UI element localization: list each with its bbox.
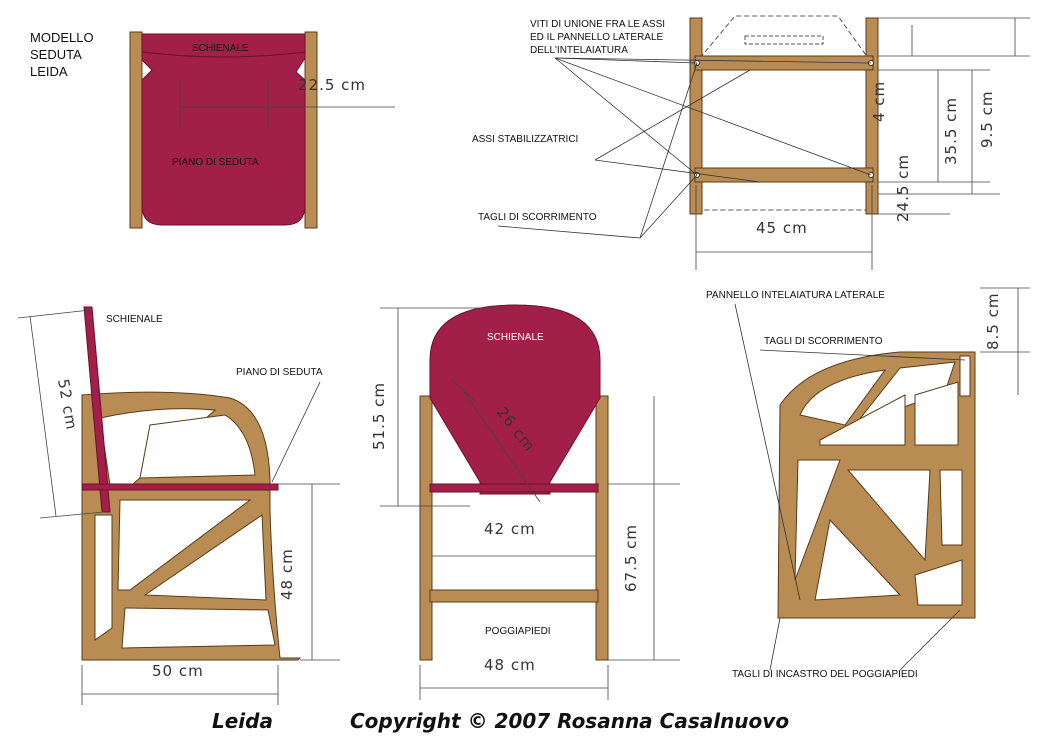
front-leg-right [595, 395, 609, 661]
bc-backrest-label: SCHIENALE [487, 332, 544, 343]
lead-stabilizer-2 [594, 159, 761, 183]
dim-52-ext-top [17, 309, 91, 319]
dim-24-5-label: 24.5 cm [894, 154, 912, 222]
frame-cutout-4 [914, 381, 959, 446]
title-line-3: LEIDA [30, 64, 68, 79]
bl-seat-label: PIANO DI SEDUTA [236, 367, 323, 378]
dim-26-tick [451, 379, 477, 403]
dim-35-5-label: 35.5 cm [942, 97, 960, 165]
bottom-right-side-panel: PANNELLO INTELAIATURA LATERALE TAGLI DI … [706, 287, 1030, 680]
seat-fabric [141, 33, 306, 226]
right-frame-post [304, 31, 318, 229]
screws-label-1: VITI DI UNIONE FRA LE ASSI [530, 19, 665, 30]
lead-slide-2 [639, 174, 698, 239]
footrest-cuts-label: TAGLI DI INCASTRO DEL POGGIAPIEDI [732, 669, 918, 680]
side-backrest [83, 306, 111, 513]
dim-67-5-label: 67.5 cm [622, 524, 640, 592]
front-leg-left [419, 395, 433, 661]
lead-footrest-2 [899, 609, 961, 671]
top-left-front-view: SCHIENALE PIANO DI SEDUTA 22.5 cm [129, 31, 395, 229]
lead-screws-1 [554, 57, 698, 64]
front-seat [429, 483, 599, 493]
title-block: MODELLO SEDUTA LEIDA [30, 30, 94, 79]
side-cutout-5 [94, 514, 113, 641]
frame-cutout-1 [799, 369, 887, 426]
bottom-left-side-view: SCHIENALE PIANO DI SEDUTA 52 cm 48 cm 50… [17, 306, 340, 705]
lead-screws-2 [554, 57, 872, 64]
lead-footrest-1 [769, 617, 781, 671]
frame-cutout-8 [814, 518, 902, 601]
panel-label: PANNELLO INTELAIATURA LATERALE [706, 290, 885, 301]
side-cutout-3 [117, 499, 252, 591]
frame-cutout-3 [819, 394, 906, 446]
dim-52-line [29, 315, 57, 517]
dim-4-label: 4 cm [870, 81, 888, 122]
screws-label-2: ED IL PANNELLO LATERALE [530, 32, 664, 43]
top-right-plan-view: VITI DI UNIONE FRA LE ASSI ED IL PANNELL… [472, 15, 1030, 270]
footrest-label: POGGIAPIEDI [485, 626, 551, 637]
backrest-edge [141, 51, 306, 58]
side-cutout-2 [139, 414, 256, 479]
lead-screws-3 [554, 57, 698, 176]
slide-cuts-label: TAGLI DI SCORRIMENTO [478, 212, 597, 223]
stabilizer-board-bottom [694, 167, 874, 183]
side-seat [81, 483, 279, 491]
dim-42-label: 42 cm [484, 520, 536, 538]
dim-8-5-label: 8.5 cm [984, 293, 1002, 350]
footrest-bar [429, 589, 599, 603]
seat-label: PIANO DI SEDUTA [172, 157, 259, 168]
dim-50-label: 50 cm [152, 662, 204, 680]
lead-stabilizer-1 [594, 69, 751, 161]
frame-cutout-9 [914, 559, 963, 606]
slide-slot [959, 355, 971, 397]
title-line-2: SEDUTA [30, 47, 82, 62]
lead-bl-seat [271, 381, 321, 483]
title-line-1: MODELLO [30, 30, 94, 45]
side-panel-left [689, 17, 703, 215]
footer-copyright: Copyright © 2007 Rosanna Casalnuovo [350, 709, 789, 733]
dim-45-label: 45 cm [756, 219, 808, 237]
lead-br-slide [759, 349, 966, 361]
backrest-label: SCHIENALE [192, 43, 249, 54]
frame-cutout-6 [846, 469, 931, 562]
dim-51-5-label: 51.5 cm [370, 382, 388, 450]
frame-cutout-5 [794, 459, 841, 581]
footer: Leida Copyright © 2007 Rosanna Casalnuov… [212, 709, 789, 733]
lead-screws-4 [554, 57, 872, 176]
side-cutout-6 [121, 607, 276, 649]
dim-22-5-label: 22.5 cm [298, 76, 366, 94]
dim-9-5-label: 9.5 cm [978, 91, 996, 148]
left-frame-post [129, 31, 143, 229]
slot-dashed [744, 35, 824, 45]
screws-label-3: DELL'INTELAIATURA [530, 45, 628, 56]
dim-48-label: 48 cm [278, 548, 296, 600]
br-slide-label: TAGLI DI SCORRIMENTO [764, 336, 883, 347]
front-backrest [429, 304, 601, 495]
frame-cutout-7 [939, 469, 963, 546]
dim-48b-label: 48 cm [484, 656, 536, 674]
dim-52-ext-bottom [39, 511, 105, 519]
side-cutout-4 [143, 514, 267, 601]
dim-52-label: 52 cm [54, 378, 81, 432]
lead-panel [734, 303, 801, 601]
bottom-center-front-view: SCHIENALE POGGIAPIEDI 51.5 cm 26 cm 42 c… [370, 304, 680, 700]
bl-backrest-label: SCHIENALE [106, 314, 163, 325]
dim-26-line [463, 391, 541, 503]
footer-name: Leida [212, 709, 273, 733]
stabilizers-label: ASSI STABILIZZATRICI [472, 134, 578, 145]
